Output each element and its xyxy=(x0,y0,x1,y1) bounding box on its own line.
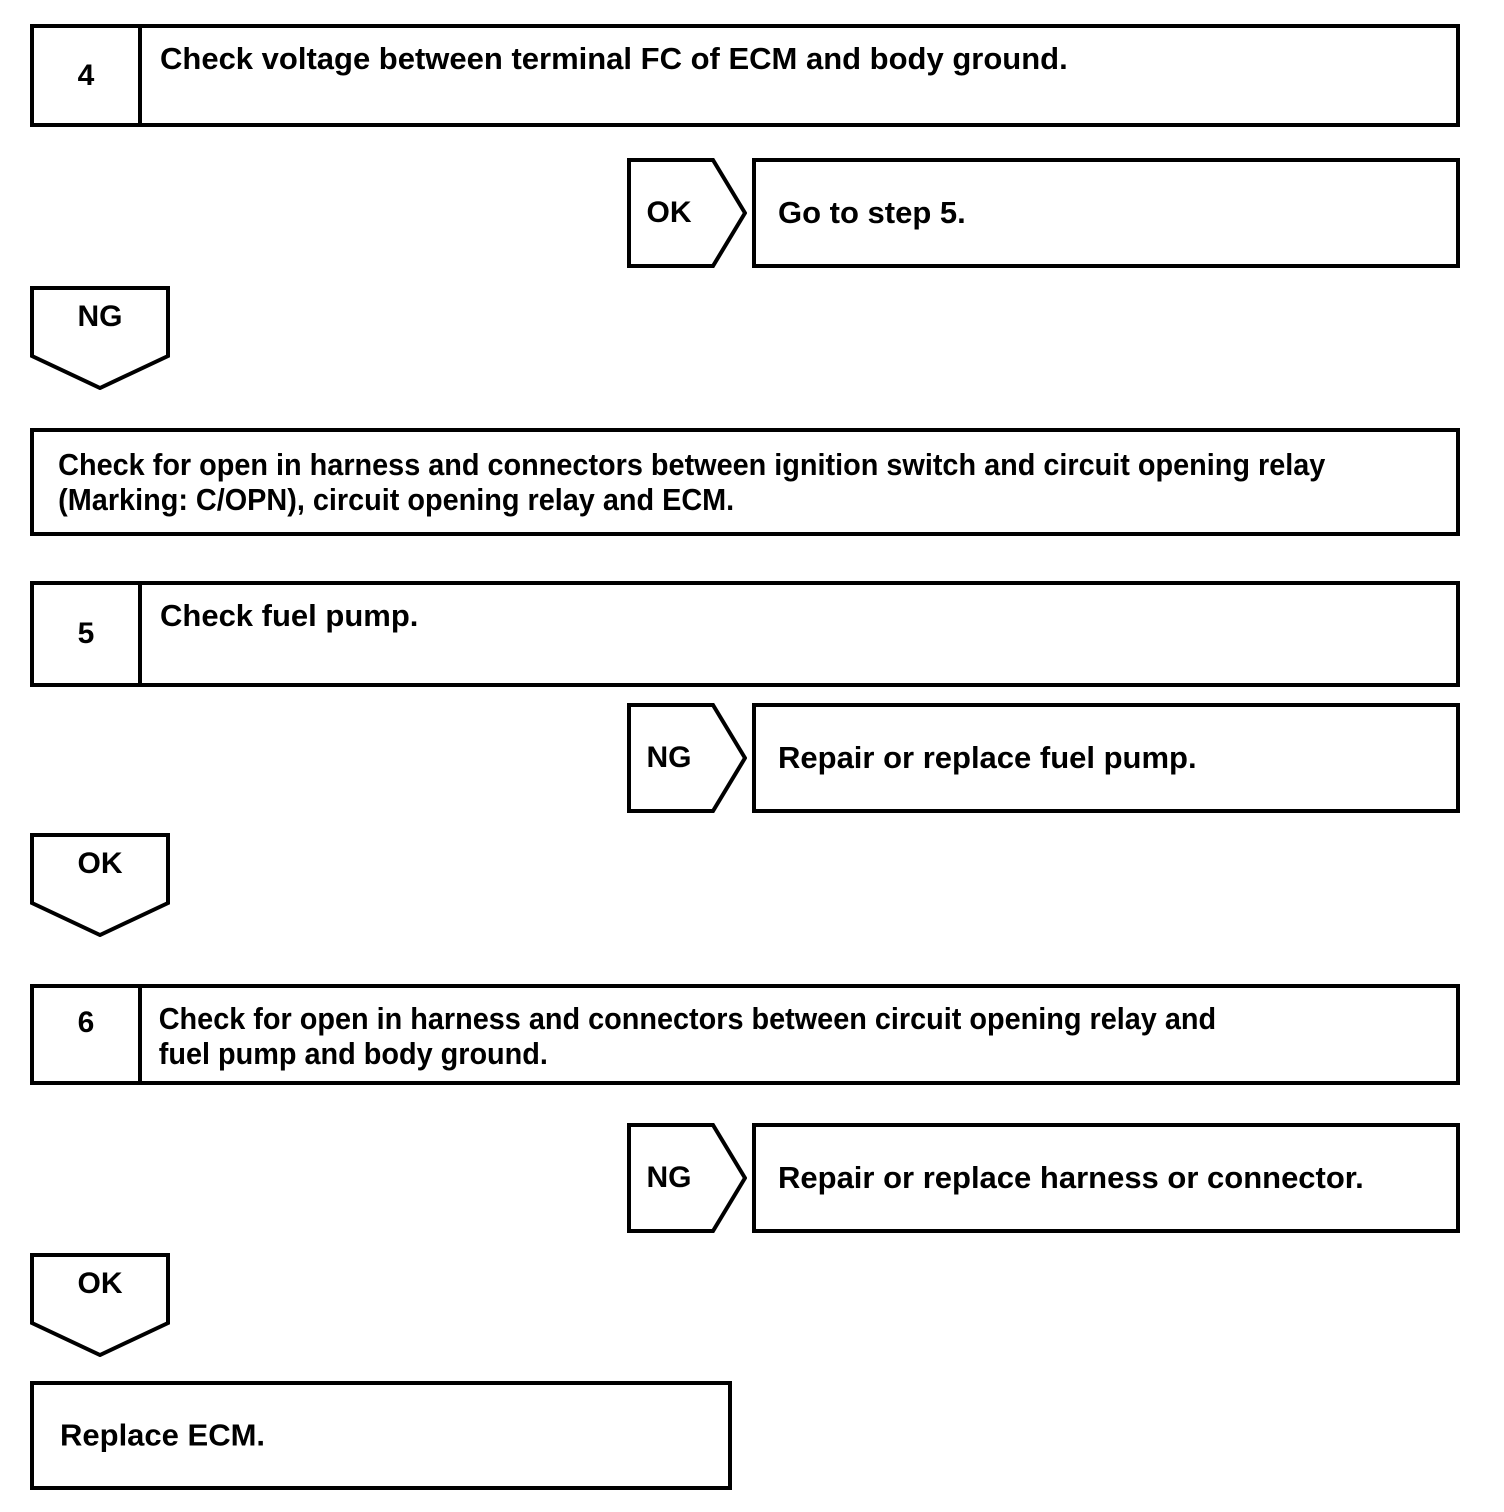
judgement-tag-ok-1: OK xyxy=(627,158,747,268)
action-box-replace-ecm: Replace ECM. xyxy=(30,1381,732,1490)
step-box-4: 4 Check voltage between terminal FC of E… xyxy=(30,24,1460,127)
arrow-down-shape-icon xyxy=(30,286,170,390)
step-number-5: 5 xyxy=(34,585,142,683)
judgement-tag-ng-down-1: NG xyxy=(30,286,170,390)
step-number-4: 4 xyxy=(34,28,142,123)
arrow-down-shape-icon xyxy=(30,833,170,937)
judgement-label-ng-2: NG xyxy=(646,1161,692,1194)
step-box-5: 5 Check fuel pump. xyxy=(30,581,1460,687)
arrow-right-shape-icon xyxy=(627,1123,747,1233)
judgement-label-ok-down-2: OK xyxy=(77,1267,123,1300)
step-title-4: Check voltage between terminal FC of ECM… xyxy=(160,41,1068,76)
result-text-go-to-step-5: Go to step 5. xyxy=(778,194,966,230)
judgement-label-ok-1: OK xyxy=(646,196,692,229)
result-box-go-to-step-5: Go to step 5. xyxy=(752,158,1460,268)
step-number-6: 6 xyxy=(34,988,142,1081)
step-title-5: Check fuel pump. xyxy=(160,598,419,633)
step-box-6: 6 Check for open in harness and connecto… xyxy=(30,984,1460,1085)
judgement-tag-ng-1: NG xyxy=(627,703,747,813)
result-box-repair-harness: Repair or replace harness or connector. xyxy=(752,1123,1460,1233)
judgement-tag-ok-down-2: OK xyxy=(30,1253,170,1357)
result-text-repair-harness: Repair or replace harness or connector. xyxy=(778,1159,1364,1195)
judgement-label-ok-down-1: OK xyxy=(77,847,123,880)
judgement-label-ng-1: NG xyxy=(646,741,692,774)
action-text-check-open-harness: Check for open in harness and connectors… xyxy=(58,447,1326,517)
action-box-check-open-harness: Check for open in harness and connectors… xyxy=(30,428,1460,536)
arrow-right-shape-icon xyxy=(627,158,747,268)
judgement-label-ng-down-1: NG xyxy=(77,300,123,333)
judgement-tag-ok-down-1: OK xyxy=(30,833,170,937)
arrow-down-shape-icon xyxy=(30,1253,170,1357)
step-title-6: Check for open in harness and connectors… xyxy=(158,1001,1217,1071)
result-box-repair-fuel-pump: Repair or replace fuel pump. xyxy=(752,703,1460,813)
result-text-repair-fuel-pump: Repair or replace fuel pump. xyxy=(778,739,1197,775)
judgement-tag-ng-2: NG xyxy=(627,1123,747,1233)
arrow-right-shape-icon xyxy=(627,703,747,813)
action-text-replace-ecm: Replace ECM. xyxy=(60,1417,266,1453)
